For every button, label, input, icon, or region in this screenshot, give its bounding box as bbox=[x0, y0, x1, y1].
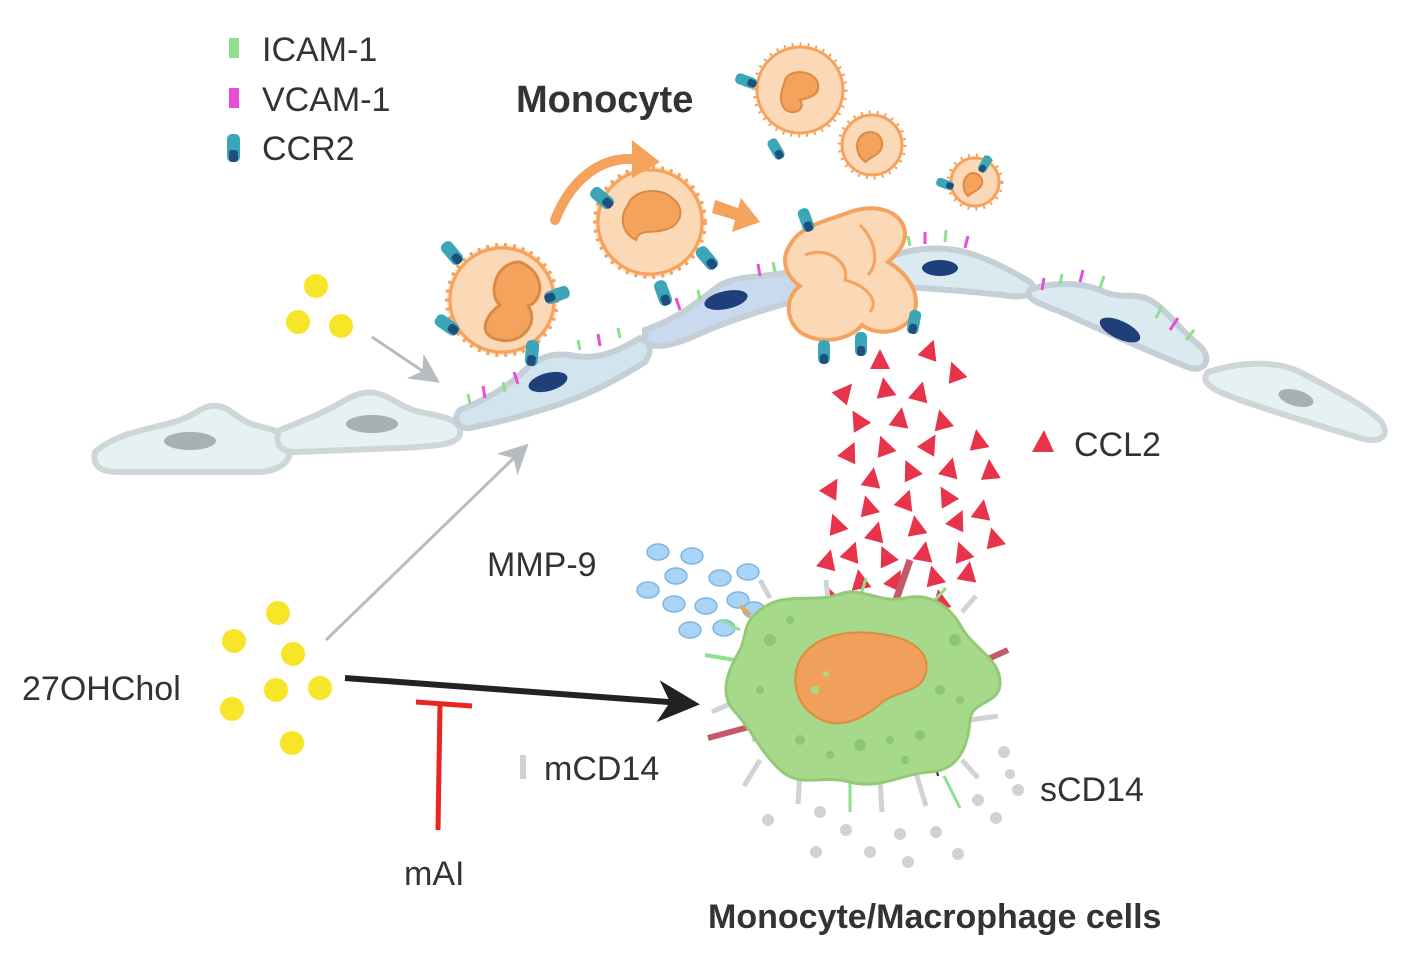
ccl2-triangle bbox=[831, 383, 853, 406]
ccl2-triangle bbox=[860, 495, 880, 518]
ccl2-triangle bbox=[818, 478, 838, 501]
ccl2-triangle bbox=[980, 459, 1001, 480]
oxysterol-label: 27OHChol bbox=[22, 670, 181, 708]
ccl2-triangle bbox=[880, 546, 899, 569]
adhesion-molecules bbox=[466, 229, 1196, 405]
vcam-legend-swatch bbox=[229, 88, 239, 108]
ccl2-triangle bbox=[907, 515, 928, 537]
ccr2-legend-swatch bbox=[227, 134, 240, 162]
ccl2-triangle bbox=[829, 513, 849, 536]
ccl2-triangle bbox=[938, 457, 958, 480]
ccl2-triangle bbox=[877, 435, 897, 458]
vcam-legend-label: VCAM-1 bbox=[262, 81, 390, 119]
monocyte-label: Monocyte bbox=[516, 79, 693, 121]
ccl2-triangle bbox=[870, 349, 890, 369]
endothelial-nucleus bbox=[1099, 317, 1141, 343]
oxysterol-top bbox=[286, 274, 353, 338]
endothelial-nucleus bbox=[164, 432, 216, 450]
endothelial-nucleus bbox=[528, 371, 568, 393]
ccl2-legend-triangle bbox=[1032, 430, 1054, 452]
ccl2-triangle bbox=[912, 541, 933, 563]
endothelial-nucleus bbox=[704, 290, 748, 310]
icam-legend-swatch bbox=[229, 38, 239, 58]
endothelial-nucleus bbox=[922, 260, 958, 276]
mcd14-legend-swatch bbox=[520, 755, 526, 779]
ccl2-triangle bbox=[851, 569, 872, 591]
monocyte-rolling-1 bbox=[432, 238, 572, 367]
ccl2-triangle bbox=[816, 549, 836, 572]
ccl2-triangle bbox=[926, 565, 946, 588]
ccl2-triangle bbox=[916, 434, 936, 457]
ccl2-triangle bbox=[945, 510, 964, 533]
ccl2-gradient bbox=[816, 339, 1006, 616]
macrophage-title: Monocyte/Macrophage cells bbox=[708, 898, 1161, 936]
monocyte-floating-3 bbox=[935, 153, 1004, 211]
ccl2-triangle bbox=[852, 410, 872, 433]
scd14-label: sCD14 bbox=[1040, 771, 1144, 809]
monocyte-transmigrating bbox=[783, 206, 922, 364]
mcd14-label: mCD14 bbox=[544, 750, 659, 788]
ccl2-triangle bbox=[970, 499, 991, 521]
ccl2-triangle bbox=[908, 381, 928, 404]
ccl2-triangle bbox=[917, 339, 937, 362]
ccl2-triangle bbox=[839, 541, 859, 564]
oxysterol-cluster bbox=[220, 601, 332, 755]
icam-legend-label: ICAM-1 bbox=[262, 31, 377, 69]
ccl2-triangle bbox=[934, 409, 954, 432]
ccl2-triangle bbox=[904, 460, 923, 483]
mmp9-label: MMP-9 bbox=[487, 546, 597, 584]
ccl2-triangle bbox=[986, 527, 1006, 550]
ccl2-triangle bbox=[864, 521, 884, 544]
legend: ICAM-1 VCAM-1 CCR2 bbox=[227, 31, 390, 168]
oxysterol-to-endothelium-arrow-top bbox=[371, 335, 440, 383]
ccl2-triangle bbox=[888, 407, 909, 429]
ccl2-triangle bbox=[940, 486, 960, 509]
ccl2-triangle bbox=[956, 561, 977, 583]
ccr2-legend-label: CCR2 bbox=[262, 130, 355, 168]
inhibitor-symbol bbox=[415, 699, 473, 831]
oxysterol-to-macrophage-arrow bbox=[344, 675, 700, 723]
scd14-particles bbox=[762, 746, 1024, 868]
monocyte-floating-1 bbox=[733, 42, 848, 162]
endothelial-nucleus bbox=[346, 415, 398, 433]
mmp9-particles bbox=[636, 543, 766, 639]
rolling-arrow bbox=[550, 154, 645, 225]
migration-arrow bbox=[712, 198, 760, 232]
endothelium bbox=[91, 245, 1388, 475]
monocyte-floating-2 bbox=[837, 110, 907, 180]
ccl2-triangle bbox=[876, 377, 897, 399]
ccl2-triangle bbox=[883, 570, 902, 593]
ccl2-triangle bbox=[893, 489, 913, 512]
ccl2-triangle bbox=[948, 361, 968, 384]
rolling-arrowhead bbox=[632, 140, 660, 178]
ccl2-triangle bbox=[969, 429, 990, 451]
ccl2-label: CCL2 bbox=[1074, 426, 1161, 464]
ccl2-triangle bbox=[860, 467, 881, 489]
ccl2-triangle bbox=[837, 442, 856, 465]
oxysterol-to-endothelium-arrow bbox=[324, 443, 529, 642]
ccl2-triangle bbox=[955, 541, 975, 564]
macrophage-granules bbox=[756, 616, 964, 764]
inhibitor-label: mAI bbox=[404, 855, 464, 893]
macrophage-cell bbox=[704, 558, 1010, 813]
endothelial-nucleus bbox=[1278, 388, 1314, 408]
monocyte-rolling-2 bbox=[587, 165, 721, 308]
